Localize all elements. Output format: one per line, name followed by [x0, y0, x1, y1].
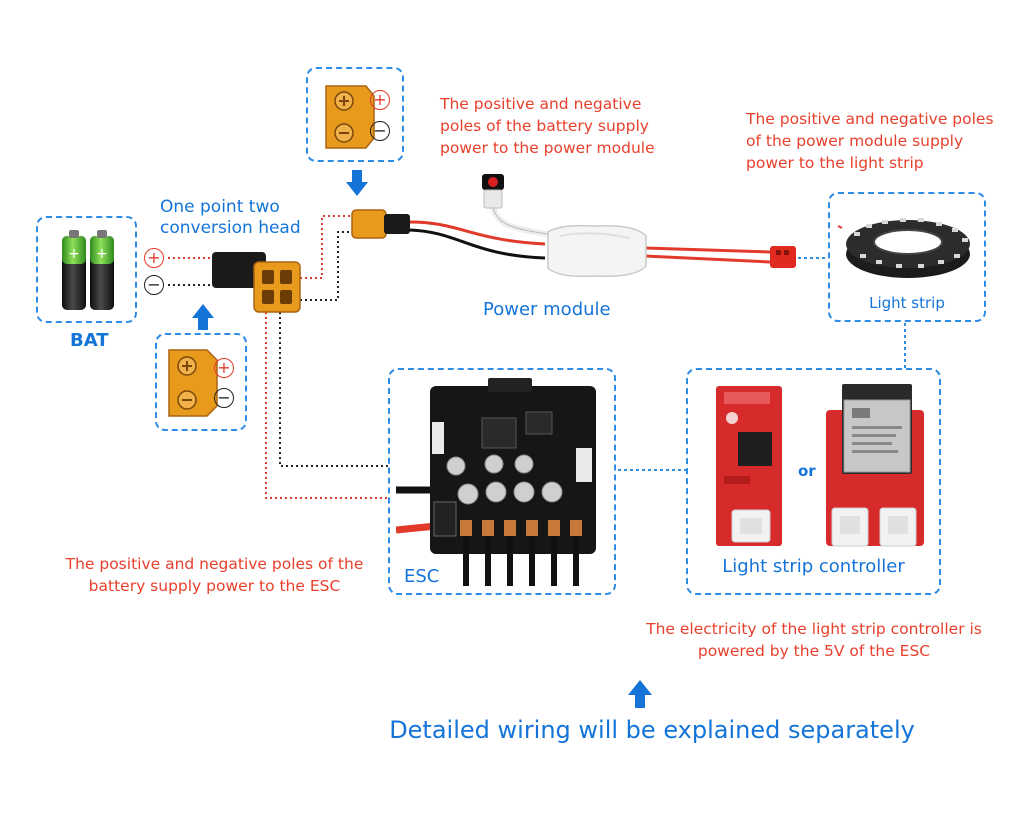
esc-board	[396, 378, 596, 586]
power-module-label: Power module	[483, 299, 611, 320]
note-battery-to-power-module: The positive and negative poles of the b…	[440, 95, 655, 157]
xt60-bottom-minus-icon: −	[214, 388, 234, 408]
controller-board-b	[826, 384, 924, 547]
power-module-input-black	[409, 228, 546, 260]
head-to-xt60-negative-wire	[300, 231, 352, 301]
xt60-top-plus-icon: +	[370, 90, 390, 110]
power-module-input-red	[409, 220, 546, 246]
battery-icon: + +	[62, 230, 114, 310]
light-strip-label: Light strip	[869, 294, 945, 312]
battery-plus-icon: +	[144, 248, 164, 268]
up-arrow-icon	[192, 304, 214, 330]
svg-text:+: +	[96, 246, 108, 262]
note-controller-power: The electricity of the light strip contr…	[646, 620, 982, 660]
light-strip-reel	[837, 218, 970, 278]
xt60-inline-connector	[351, 209, 410, 239]
conversion-head-label: One point two conversion head	[160, 197, 301, 238]
power-module-output-black	[644, 254, 771, 264]
xt60-male-connector	[168, 349, 218, 417]
battery-minus-icon: −	[144, 275, 164, 295]
power-switch	[482, 174, 504, 209]
footer-up-arrow-icon	[628, 680, 652, 708]
battery-box	[36, 216, 137, 323]
note-power-module-to-strip: The positive and negative poles of the p…	[746, 110, 994, 172]
light-strip-controller-box	[686, 368, 941, 595]
power-module-board	[547, 224, 647, 278]
light-strip-controller-label: Light strip controller	[722, 556, 905, 577]
jst-output-connector	[770, 246, 796, 268]
head-to-esc-positive-wire	[265, 312, 388, 499]
head-to-esc-negative-wire	[279, 312, 388, 467]
power-module-output-red	[644, 246, 771, 254]
xt60-top-box	[306, 67, 404, 162]
note-battery-to-esc: The positive and negative poles of the b…	[65, 555, 364, 595]
xt60-top-minus-icon: −	[370, 121, 390, 141]
footer-caption: Detailed wiring will be explained separa…	[389, 716, 915, 744]
down-arrow-icon	[346, 170, 368, 196]
xt60-bottom-box	[155, 333, 247, 431]
svg-text:+: +	[68, 246, 80, 262]
conversion-head-connector	[212, 252, 301, 313]
controller-board-a	[716, 386, 782, 546]
esc-label: ESC	[404, 566, 440, 587]
or-label: or	[798, 462, 816, 480]
light-strip-box	[828, 192, 986, 322]
esc-box	[388, 368, 616, 595]
xt60-female-connector	[325, 85, 375, 149]
head-to-xt60-positive-wire	[300, 215, 352, 279]
xt60-bottom-plus-icon: +	[214, 358, 234, 378]
bat-label: BAT	[70, 330, 109, 351]
